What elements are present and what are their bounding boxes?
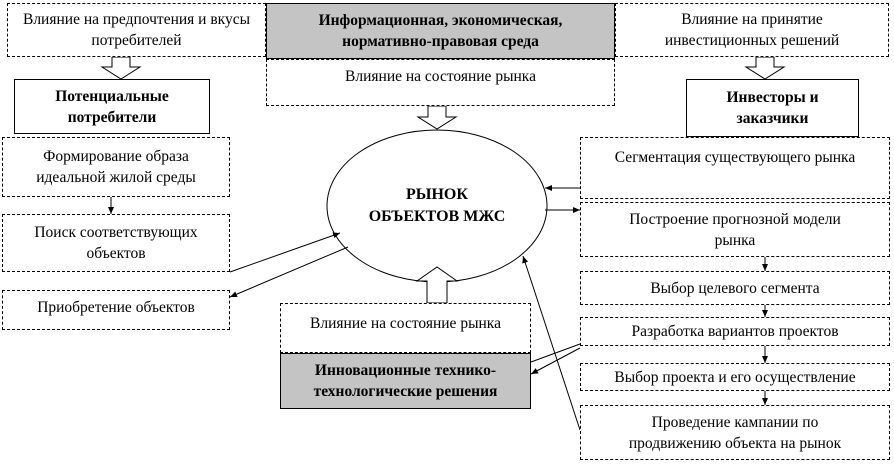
block-arrow-top-to-oval <box>416 105 458 130</box>
box-project-choice: Выбор проекта и его осуществление <box>580 363 890 391</box>
box-innovations: Инновационные технико-технологические ре… <box>280 353 531 409</box>
box-market-state-top: Влияние на состояние рынка <box>266 59 615 106</box>
box-consumer-pref: Влияние на предпочтения и вкусы потребит… <box>7 3 266 57</box>
arrow-oval-to-acquire <box>229 246 349 298</box>
box-potential-consumers: Потенциальные потребители <box>14 79 210 134</box>
box-forecast-model: Построение прогнозной модели рынка <box>580 202 890 257</box>
arrow-variants-to-innovation <box>530 347 581 375</box>
box-project-variants: Разработка вариантов проектов <box>580 317 890 346</box>
box-ideal-image: Формирование образа идеальной жилой сред… <box>2 137 230 197</box>
box-invest-influence: Влияние на принятие инвестиционных решен… <box>615 3 889 57</box>
arrow-innovation-to-variants <box>530 343 581 363</box>
block-arrow-consumer-pref <box>100 56 142 80</box>
market-oval-label: РЫНОК ОБЪЕКТОВ МЖС <box>368 186 506 225</box>
box-environment: Информационная, экономическая, нормативн… <box>266 3 615 59</box>
box-promotion: Проведение кампании по продвижению объек… <box>580 405 890 460</box>
box-target-segment: Выбор целевого сегмента <box>580 271 890 305</box>
arrow-search-to-oval <box>229 232 341 273</box>
box-investors: Инвесторы и заказчики <box>686 79 859 137</box>
box-acquire-objects: Приобретение объектов <box>2 290 230 330</box>
box-market-state-bottom: Влияние на состояние рынка <box>280 303 531 353</box>
block-arrow-invest-influence <box>744 56 786 80</box>
box-segmentation: Сегментация существующего рынка <box>580 137 890 199</box>
box-search-objects: Поиск соответствующих объектов <box>2 214 230 272</box>
arrow-promotion-to-oval <box>522 255 581 431</box>
block-arrow-bottom-to-oval <box>415 266 459 304</box>
